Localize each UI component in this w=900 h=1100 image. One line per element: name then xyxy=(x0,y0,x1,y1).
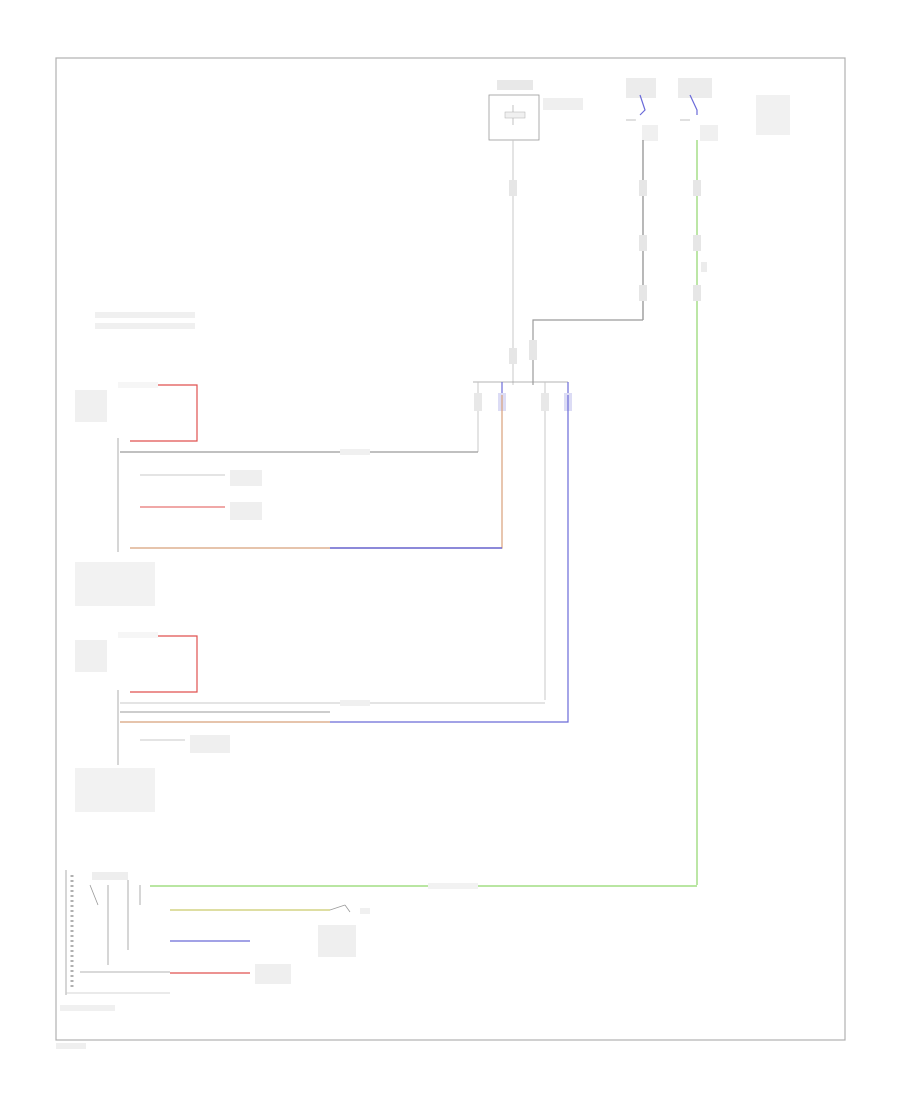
lower-red-loop xyxy=(130,635,198,693)
footer-tag xyxy=(56,1043,86,1049)
switch-icon xyxy=(89,880,129,965)
upper-connector-2 xyxy=(230,502,262,520)
splice-junction xyxy=(473,381,572,700)
legend xyxy=(95,312,195,329)
lower-connector-1 xyxy=(190,735,230,753)
lower-module xyxy=(75,395,569,812)
bottom-connector-blue xyxy=(318,925,356,957)
bottom-connector-red xyxy=(255,964,291,984)
diagram-frame xyxy=(55,57,846,1041)
upper-connector-1 xyxy=(230,470,262,486)
wire-left-conn-to-splice xyxy=(532,319,643,385)
top-connector-right xyxy=(678,78,718,141)
top-right-label-block xyxy=(756,95,790,135)
upper-module xyxy=(75,382,503,606)
fuse-box-component xyxy=(488,80,583,141)
top-connector-left xyxy=(626,78,658,141)
fuse-box-icon xyxy=(488,94,540,141)
upper-red-loop xyxy=(130,384,198,442)
bottom-switch-assembly xyxy=(60,870,697,1011)
